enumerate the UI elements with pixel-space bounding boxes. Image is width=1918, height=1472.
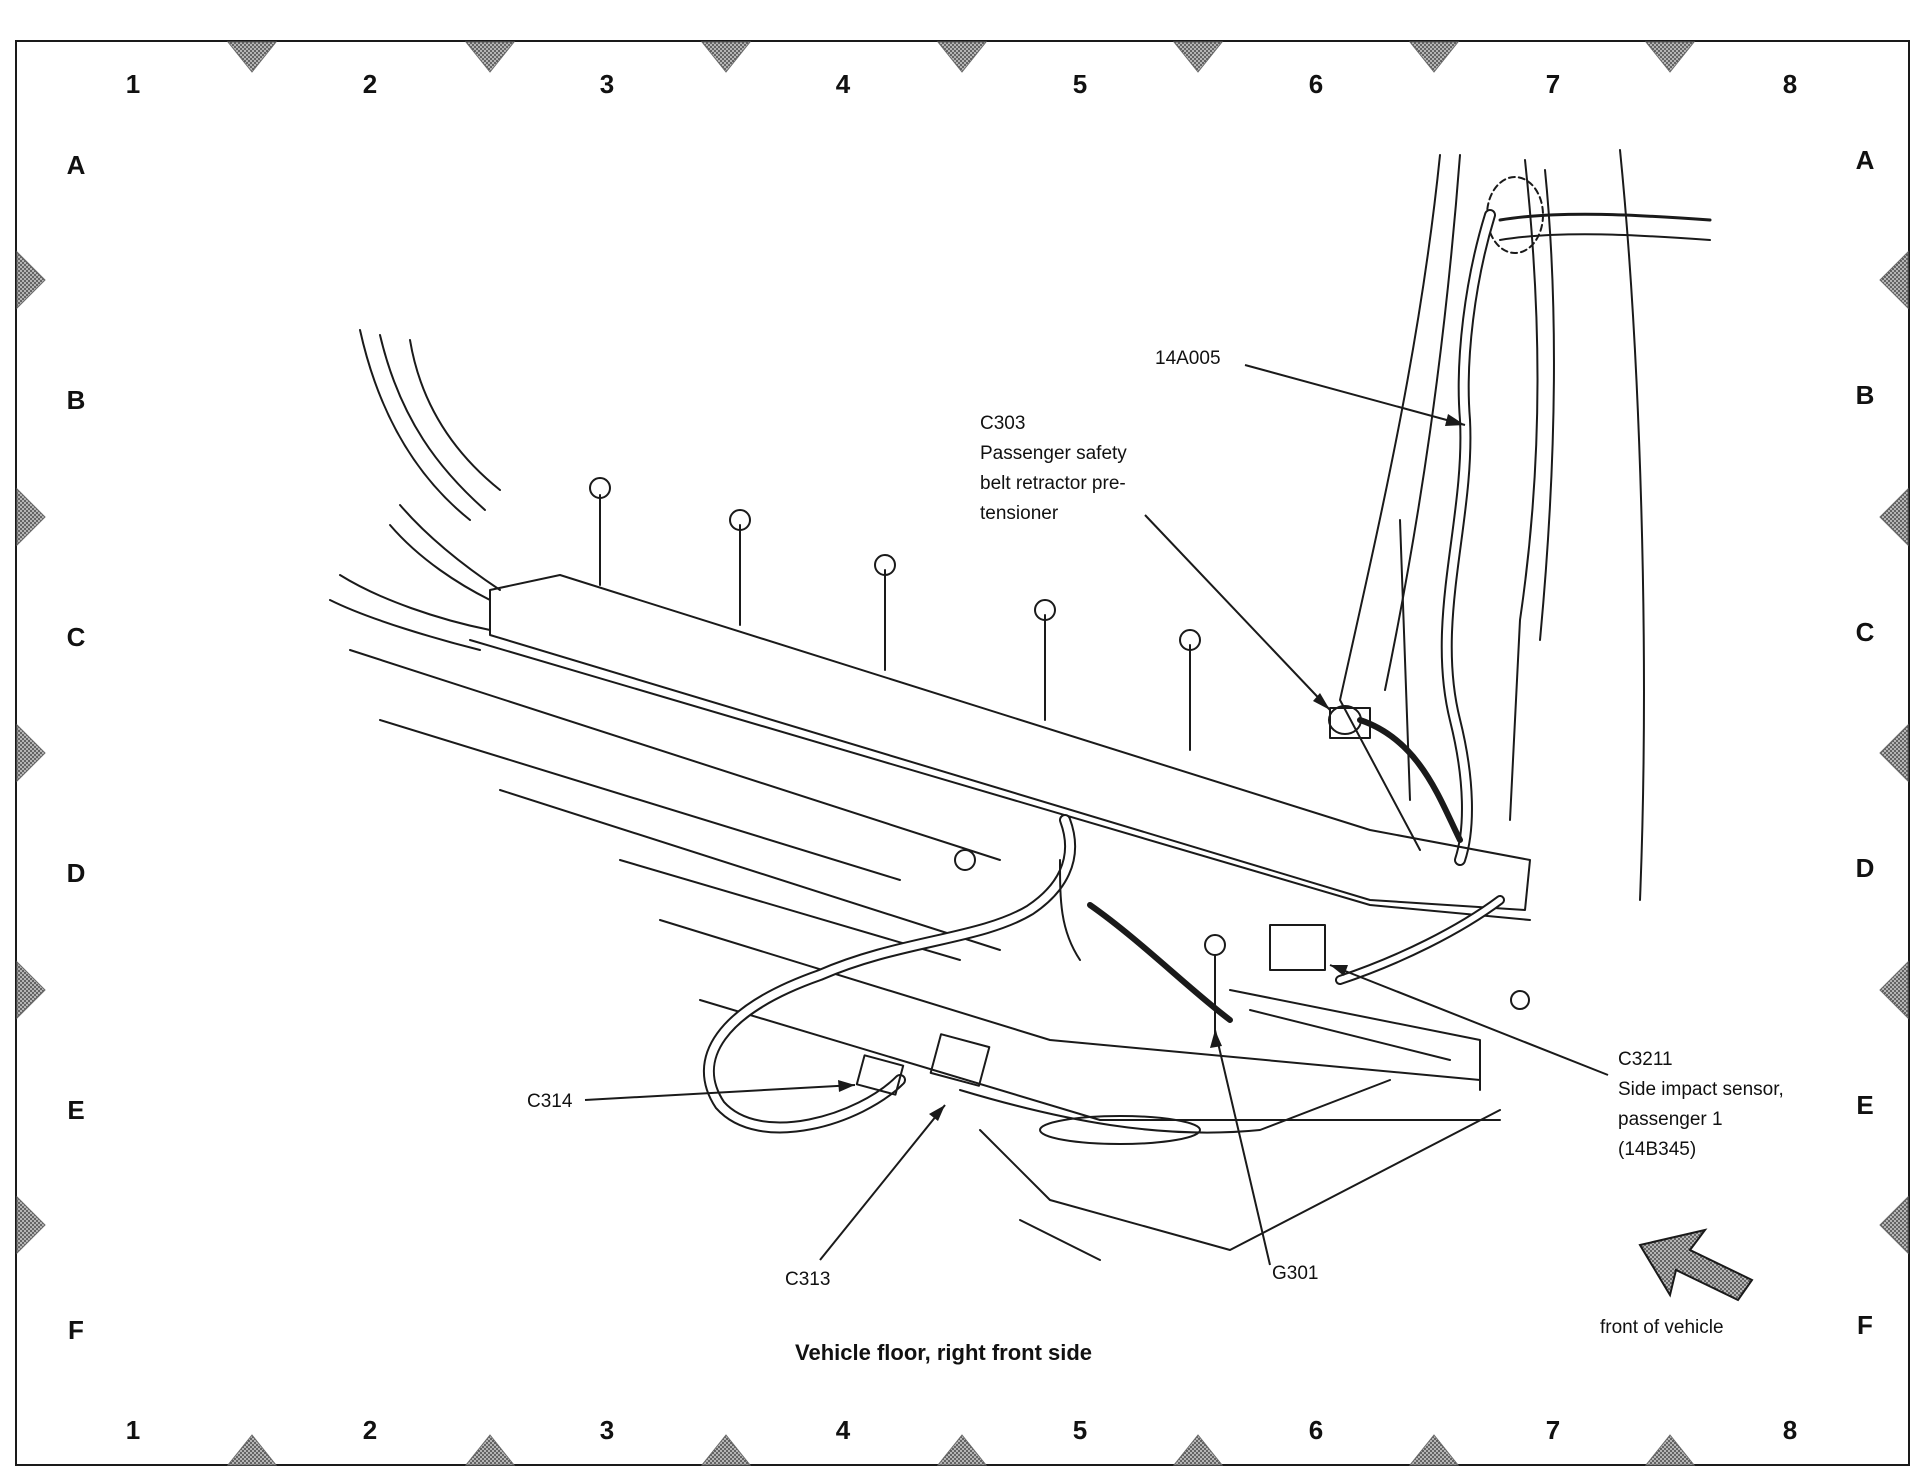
front-arrow-icon	[1638, 1228, 1754, 1302]
grid-row-label-right: C	[1855, 617, 1875, 647]
grid-row-label-left: D	[66, 858, 86, 888]
grid-column-label-top: 4	[835, 69, 851, 99]
label-c3211-desc-1: Side impact sensor,	[1618, 1079, 1784, 1100]
grid-marker-top	[1408, 41, 1460, 73]
label-c3211-desc-3: (14B345)	[1618, 1139, 1697, 1160]
grid-row-label-left: C	[66, 622, 86, 652]
grid-column-label-top: 8	[1782, 69, 1798, 99]
grid-marker-left	[16, 1195, 46, 1255]
label-c314: C314	[527, 1091, 573, 1112]
grid-row-label-left: A	[66, 150, 86, 180]
grid-row-label-right: A	[1855, 145, 1875, 175]
label-c313: C313	[785, 1269, 831, 1290]
grid-column-label-top: 7	[1545, 69, 1561, 99]
grid-marker-left	[16, 250, 46, 310]
grid-column-label-top: 2	[362, 69, 378, 99]
grid-row-label-left: F	[68, 1315, 84, 1345]
leader-c303	[1144, 514, 1331, 711]
connector-c314-body	[855, 1054, 905, 1096]
grid-marker-left	[16, 487, 46, 547]
floor-harness	[702, 814, 1076, 1134]
label-14a005: 14A005	[1155, 348, 1221, 369]
grid-column-label-bottom: 6	[1308, 1415, 1324, 1445]
grid-column-label-bottom: 1	[125, 1415, 141, 1445]
grid-row-label-left: B	[66, 385, 86, 415]
label-c303-code: C303	[980, 413, 1026, 434]
grid-marker-bottom	[226, 1434, 278, 1466]
grid-marker-left	[16, 960, 46, 1020]
grid-marker-bottom	[1172, 1434, 1224, 1466]
grid-marker-right	[1879, 487, 1909, 547]
leader-c314	[584, 1084, 856, 1101]
diagram-caption: Vehicle floor, right front side	[795, 1340, 1093, 1365]
grid-column-label-bottom: 8	[1782, 1415, 1798, 1445]
grid-column-label-bottom: 2	[362, 1415, 378, 1445]
grid-column-label-bottom: 5	[1072, 1415, 1088, 1445]
leader-c3211	[1329, 964, 1609, 1076]
grid-row-label-left: E	[67, 1095, 85, 1125]
sill-bolts	[589, 477, 1226, 1036]
grid-marker-top	[226, 41, 278, 73]
grid-marker-right	[1879, 723, 1909, 783]
grid-column-label-bottom: 7	[1545, 1415, 1561, 1445]
grid-column-label-bottom: 3	[599, 1415, 615, 1445]
grid-row-label-right: B	[1855, 380, 1875, 410]
grid-marker-top	[1644, 41, 1696, 73]
grid-marker-right	[1879, 1195, 1909, 1255]
grid-marker-top	[700, 41, 752, 73]
grid-marker-bottom	[700, 1434, 752, 1466]
grid-marker-right	[1879, 250, 1909, 310]
b-pillar	[1339, 154, 1441, 851]
label-c303-desc-1: Passenger safety	[980, 443, 1127, 464]
grid-row-label-right: F	[1857, 1310, 1873, 1340]
grid-marker-top	[464, 41, 516, 73]
leader-14a005	[1244, 364, 1466, 426]
grid-marker-top	[936, 41, 988, 73]
connector-c313-body	[929, 1033, 991, 1087]
grid-marker-bottom	[1644, 1434, 1696, 1466]
label-g301: G301	[1272, 1263, 1319, 1284]
grid-row-label-right: E	[1856, 1090, 1874, 1120]
label-c3211-desc-2: passenger 1	[1618, 1109, 1723, 1130]
grid-column-label-top: 6	[1308, 69, 1324, 99]
grid-marker-bottom	[1408, 1434, 1460, 1466]
grid-marker-bottom	[464, 1434, 516, 1466]
leader-c313	[819, 1104, 946, 1261]
grid-column-label-top: 3	[599, 69, 615, 99]
leader-g301	[1214, 1029, 1271, 1266]
grid-marker-right	[1879, 960, 1909, 1020]
label-c303-desc-3: tensioner	[980, 503, 1059, 524]
grid-marker-left	[16, 723, 46, 783]
grid-markers	[16, 41, 1909, 1466]
label-c303-desc-2: belt retractor pre-	[980, 473, 1126, 494]
connector-c3211-body	[1269, 924, 1326, 971]
grid-column-label-top: 1	[125, 69, 141, 99]
grid-column-label-top: 5	[1072, 69, 1088, 99]
label-front-of-vehicle: front of vehicle	[1600, 1317, 1724, 1338]
sill-trim-panel	[489, 574, 1531, 911]
grid-marker-top	[1172, 41, 1224, 73]
grid-column-label-bottom: 4	[835, 1415, 851, 1445]
grid-marker-bottom	[936, 1434, 988, 1466]
grid-row-label-right: D	[1855, 853, 1875, 883]
label-c3211-code: C3211	[1618, 1049, 1673, 1070]
